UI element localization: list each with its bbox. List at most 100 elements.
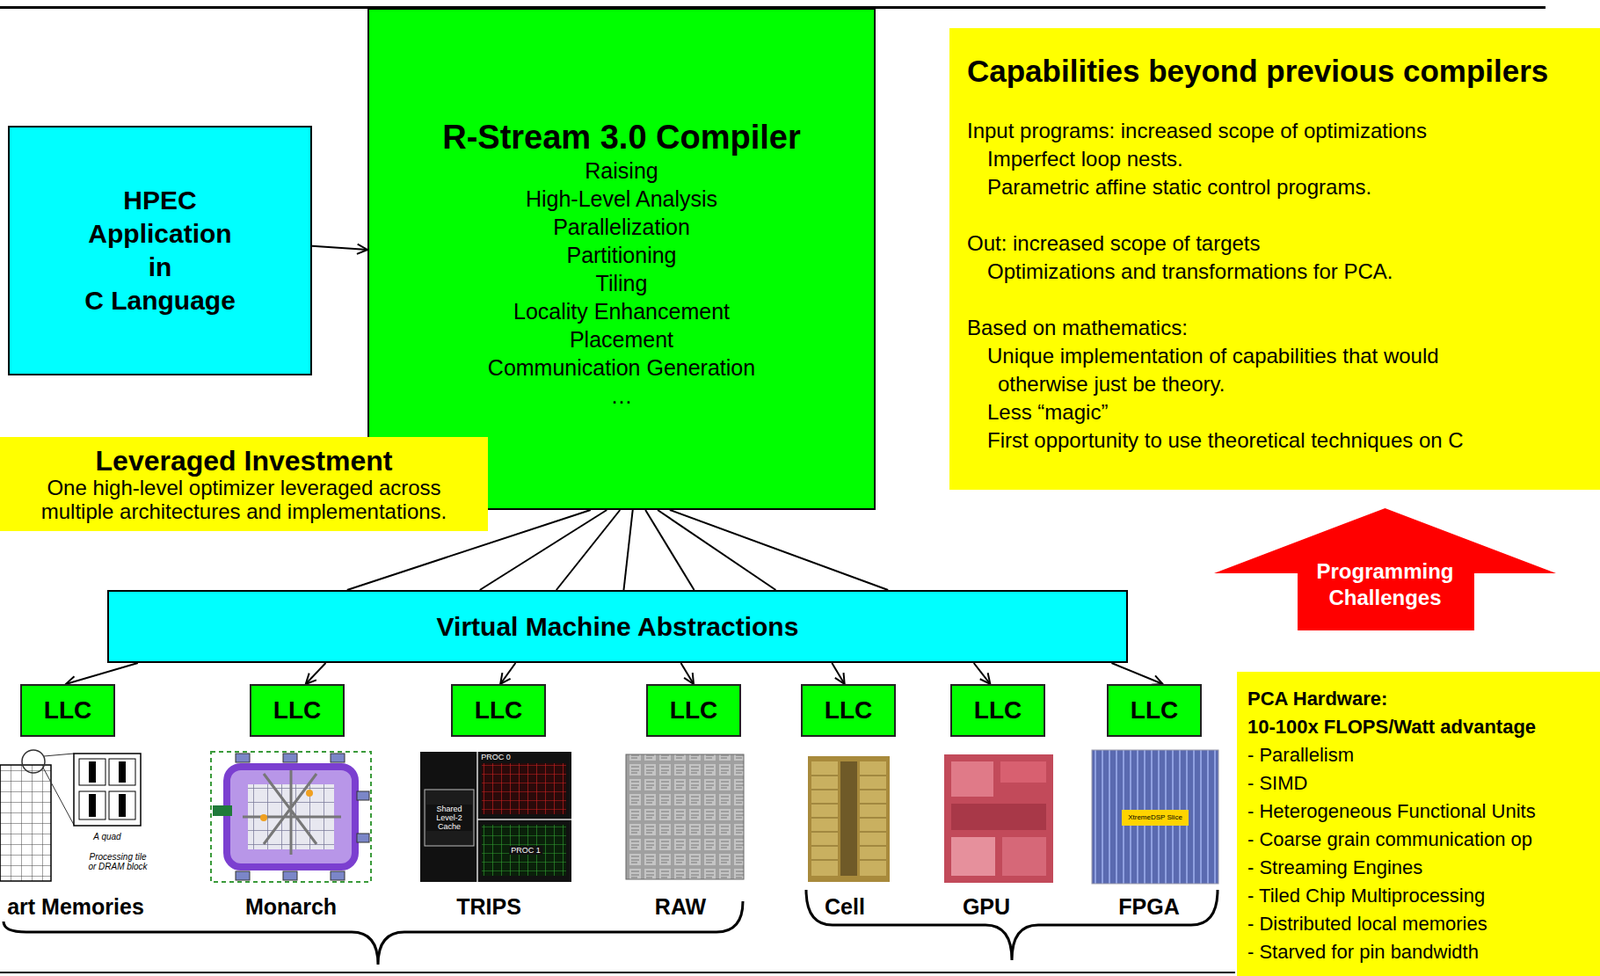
note-text: Parametric affine static control program…: [987, 173, 1372, 202]
monarch-figure: [283, 753, 298, 763]
connector-line: [1111, 662, 1163, 684]
monarch-figure: [242, 770, 342, 855]
gpu-figure: [944, 754, 1054, 883]
backend-box: LLC: [646, 683, 742, 737]
phase-item: Parallelization: [552, 212, 691, 241]
box-text: HPEC Application in C Language: [84, 183, 236, 318]
architecture-name: Monarch: [245, 893, 337, 920]
fpga-figure: [1091, 749, 1219, 884]
connector-line: [974, 662, 991, 684]
connector: [500, 662, 516, 684]
figure-caption: A quad: [91, 831, 123, 842]
note-text: Input programs: increased scope of optim…: [967, 116, 1427, 146]
figure-caption: Processing tile or DRAM block: [84, 851, 152, 872]
monarch-figure: [235, 753, 250, 763]
gpu-figure: [944, 754, 1054, 883]
phase-item: Tiling: [596, 269, 648, 298]
architecture-name: RAW: [654, 893, 706, 920]
box-text: LLC: [43, 696, 92, 725]
architecture-name: TRIPS: [456, 893, 522, 920]
group-braces: [806, 889, 1218, 960]
illustrations: [0, 971, 1236, 974]
monarch-figure: [330, 753, 345, 763]
monarch-figure: [356, 833, 370, 843]
arrowhead: [683, 672, 694, 684]
box-text: LLC: [273, 696, 321, 725]
phase-item: Communication Generation: [487, 353, 756, 382]
connector: [65, 662, 139, 686]
phase-item: Placement: [569, 325, 674, 354]
phase-item: Partitioning: [566, 240, 677, 270]
callout-box: Leveraged InvestmentOne high-level optim…: [0, 436, 488, 531]
monarch-figure: [305, 789, 313, 797]
figure-caption: PROC 0: [479, 752, 513, 762]
architecture-name: GPU: [962, 893, 1011, 920]
layer-bar: Virtual Machine Abstractions: [107, 589, 1128, 663]
list-item: - Tiled Chip Multiprocessing: [1247, 881, 1485, 910]
connector: [831, 662, 844, 684]
connector-line: [831, 662, 844, 684]
cell-figure: [840, 761, 858, 876]
backend-box: LLC: [249, 683, 345, 737]
fpga-figure: [1121, 809, 1189, 826]
smart-memories-figure: [88, 761, 96, 783]
monarch-figure: [210, 751, 371, 882]
connector: [623, 509, 633, 590]
note-text: Imperfect loop nests.: [987, 145, 1184, 174]
architecture-name: FPGA: [1118, 893, 1179, 920]
connector-line: [500, 662, 516, 684]
box-title: Leveraged Investment: [95, 445, 393, 476]
compiler-box: R-Stream 3.0 CompilerRaisingHigh-Level A…: [367, 7, 876, 510]
figure-caption: PROC 1: [509, 845, 543, 855]
connector: [556, 509, 620, 590]
smart-memories-figure: [109, 758, 136, 786]
note-text: One high-level optimizer leveraged acros…: [12, 475, 476, 524]
box-text: LLC: [474, 696, 523, 725]
smart-memories-figure: [88, 793, 96, 817]
smart-memories-figure: [79, 791, 106, 820]
smart-memories-figure: [79, 758, 106, 786]
cell-figure: [811, 775, 887, 860]
gpu-figure: [1000, 761, 1047, 783]
box-title: PCA Hardware:: [1247, 684, 1388, 713]
backend-box: LLC: [20, 683, 116, 737]
group-braces: [3, 889, 1218, 965]
trips-figure: [481, 763, 567, 815]
trips-figure: [481, 824, 567, 876]
backend-box: LLC: [800, 683, 896, 737]
monarch-figure: [210, 751, 371, 882]
connector: [657, 509, 776, 590]
input-box: HPEC Application in C Language: [7, 125, 313, 376]
monarch-figure: [330, 871, 345, 880]
figure-caption: Shared Level-2 Cache: [426, 804, 473, 831]
trips-figure: [477, 751, 572, 882]
list-item: - Heterogeneous Functional Units: [1247, 797, 1536, 826]
raw-figure: [625, 754, 744, 880]
callout-box: PCA Hardware:10-100x FLOPS/Watt advantag…: [1236, 671, 1600, 976]
architecture-name: Cell: [824, 893, 866, 920]
smart-memories-figure: [118, 761, 126, 783]
smart-memories-figure: [73, 753, 141, 826]
monarch-figure: [283, 871, 298, 880]
connector: [669, 509, 888, 590]
connector-line: [65, 662, 139, 684]
note-text: First opportunity to use theoretical tec…: [987, 426, 1464, 455]
cell-figure: [807, 756, 890, 882]
box-title: R-Stream 3.0 Compiler: [442, 117, 801, 157]
note-text: Based on mathematics:: [967, 313, 1188, 342]
connector-line: [556, 509, 620, 590]
monarch-figure: [226, 766, 356, 867]
monarch-figure: [235, 871, 250, 880]
backend-box: LLC: [450, 683, 546, 737]
connector-line: [305, 662, 327, 684]
box-text: LLC: [1130, 696, 1179, 725]
connector-line: [645, 509, 694, 590]
architecture-name: art Memories: [7, 893, 145, 920]
arrow-outline: [1214, 508, 1557, 631]
arrow-text: Programming Challenges: [1297, 558, 1474, 611]
list-item: - Parallelism: [1247, 741, 1354, 770]
cell-figure: [811, 761, 838, 876]
connector-line: [669, 509, 888, 590]
connector: [645, 509, 694, 590]
